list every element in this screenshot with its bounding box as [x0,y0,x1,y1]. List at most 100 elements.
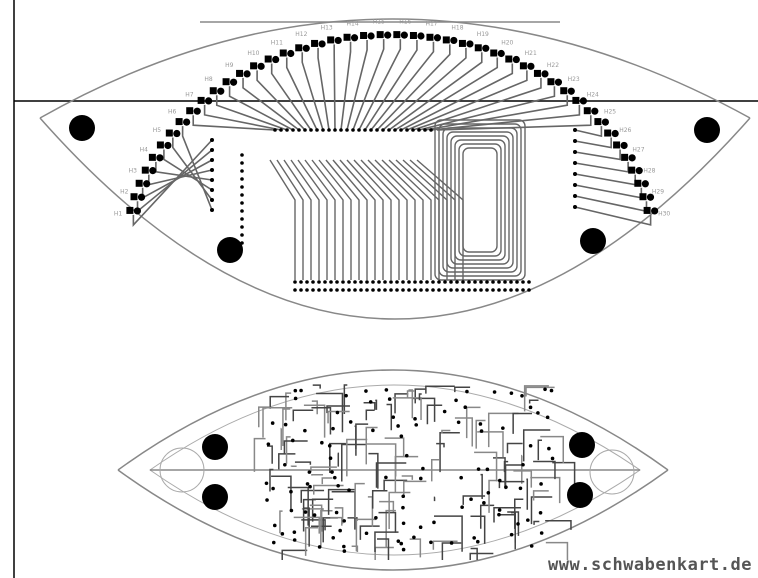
via [307,470,312,474]
via [543,387,547,392]
led-pad-round [229,78,238,86]
connector-pin [417,128,421,132]
led-pad-round [384,31,392,39]
via [283,462,287,467]
via [549,388,554,393]
via [292,530,297,534]
via [539,482,543,486]
led-pad-round [318,40,326,48]
via [368,400,373,404]
trace [434,515,463,552]
via [432,520,436,525]
via [364,389,368,393]
led-label: H4 [140,147,149,154]
via [573,150,577,154]
trace [533,520,540,525]
connector-pin [497,280,501,284]
trace [359,525,380,540]
trace [318,159,352,280]
led-pad-square [148,153,156,161]
led-label: H1 [114,211,123,218]
connector-pin [293,288,297,292]
via [421,466,425,471]
led-pad-square [311,39,319,47]
via [293,396,298,401]
trace [297,159,328,280]
trace [351,545,359,553]
connector-pin [347,280,351,284]
via [526,518,530,522]
connector-pin [455,280,459,284]
trace [392,397,422,421]
connector-pin [240,225,244,229]
connector-pin [240,185,244,189]
trace [381,159,424,280]
trace [253,437,266,472]
via [573,128,577,132]
connector-pin [521,288,525,292]
led-label: H10 [247,50,259,57]
connector-pin [240,217,244,221]
via [509,391,514,395]
connector-pin [449,288,453,292]
connector-pin [437,280,441,284]
led-pads [126,31,659,292]
trace [358,39,402,131]
trace [574,184,643,199]
via [387,397,392,401]
connector-pin [317,288,321,292]
via [332,475,337,480]
mounting-hole [202,484,228,510]
led-pad-square [533,69,541,77]
via [280,532,285,536]
via [265,498,269,502]
trace [394,57,499,131]
connector-pin [240,241,244,245]
top-board-upper-outline [39,18,751,119]
led-pad-square [376,31,384,39]
trace [269,395,290,409]
via [545,415,550,420]
trace [339,159,376,280]
led-pad-round [579,97,587,105]
via [266,442,271,446]
trace [487,412,519,448]
connector-pin [461,280,465,284]
trace [574,206,652,226]
trace [132,139,213,227]
via [327,443,332,448]
led-pad-round [143,180,151,188]
trace [530,496,553,525]
trace [418,393,422,401]
connector-pin [395,288,399,292]
via [536,411,540,415]
via [529,544,534,548]
via [338,528,342,533]
via [401,505,405,510]
led-pad-square [458,39,466,47]
connector-pin [341,288,345,292]
trace [530,476,561,504]
led-label: H12 [295,31,307,38]
trace [341,443,367,482]
connector-pin [437,288,441,292]
trace [470,547,478,560]
trace [334,507,344,524]
led-pad-square [560,87,568,95]
bottom-traces [253,384,576,560]
via [384,388,389,392]
led-pad-round [137,193,146,201]
trace [480,473,483,500]
trace [326,405,350,414]
connector-pin [285,128,289,132]
trace [379,500,395,513]
connector-pin [351,128,355,132]
connector-pin [497,288,501,292]
via [476,467,481,471]
trace [462,147,498,253]
led-pad-round [651,207,659,215]
connector-pin [240,177,244,181]
connector-pin [329,280,333,284]
trace [313,484,344,495]
